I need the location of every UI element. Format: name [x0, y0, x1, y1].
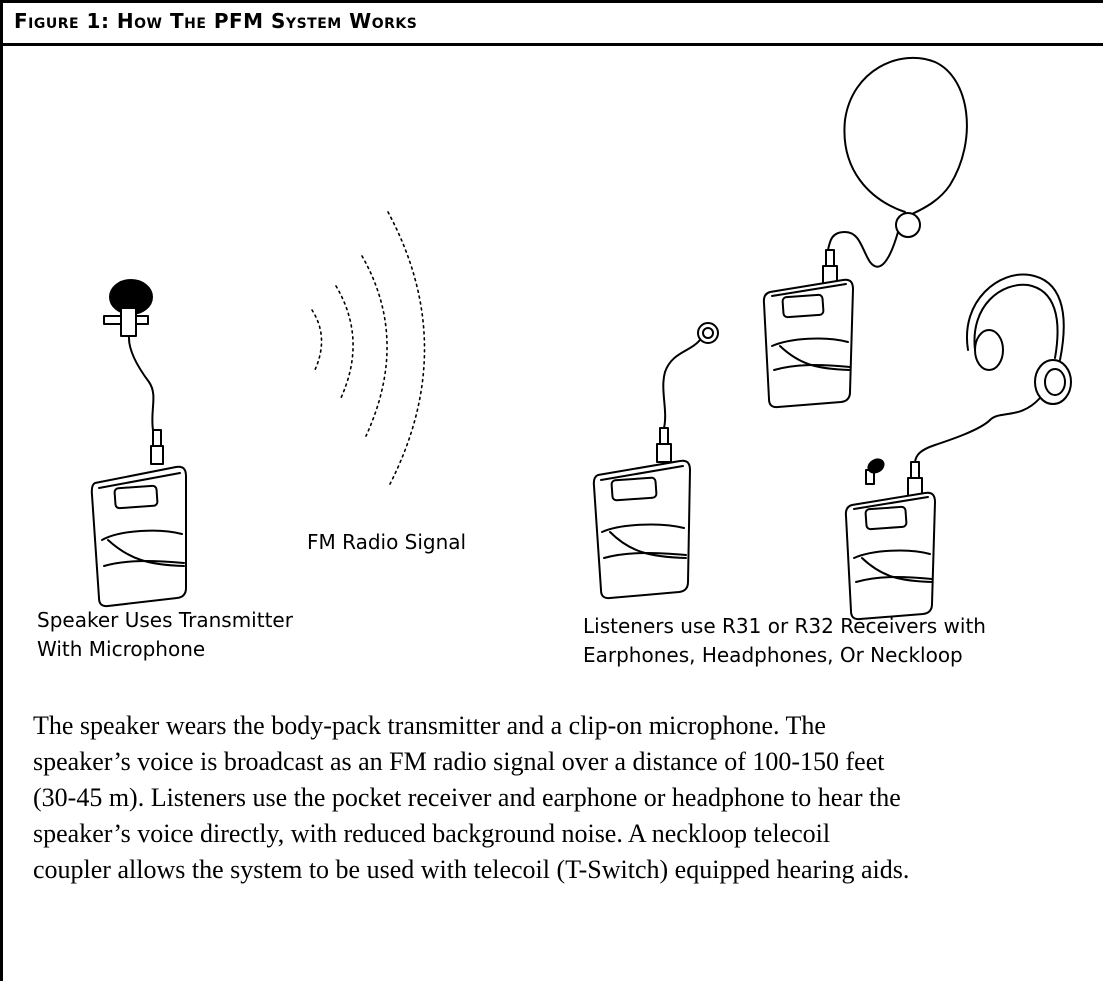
speaker-label-line2: With Microphone [37, 637, 206, 661]
caption-line-4: speaker’s voice directly, with reduced b… [33, 819, 831, 848]
caption-text: The speaker wears the body-pack transmit… [33, 708, 1083, 888]
caption-line-3: (30-45 m). Listeners use the pocket rece… [33, 783, 901, 812]
speaker-label-line1: Speaker Uses Transmitter [37, 608, 293, 632]
figure-title: Figure 1: How The PFM System Works [14, 9, 418, 33]
listeners-label-line1: Listeners use R31 or R32 Receivers with [583, 614, 986, 638]
microphone-icon [103, 279, 155, 431]
listeners-label-line2: Earphones, Headphones, Or Neckloop [583, 643, 963, 667]
receiver-icon-2 [762, 56, 968, 409]
receiver-icon-1 [592, 322, 719, 600]
caption-line-5: coupler allows the system to be used wit… [33, 855, 910, 884]
caption-line-2: speaker’s voice is broadcast as an FM ra… [33, 747, 885, 776]
signal-label: FM Radio Signal [307, 530, 467, 554]
receiver-icon-3 [844, 273, 1072, 621]
pfm-diagram [90, 56, 1072, 621]
figure-title-bar: Figure 1: How The PFM System Works [0, 0, 1103, 46]
caption-line-1: The speaker wears the body-pack transmit… [33, 711, 826, 740]
radio-wave-icon [311, 211, 426, 485]
transmitter-icon [90, 429, 187, 608]
